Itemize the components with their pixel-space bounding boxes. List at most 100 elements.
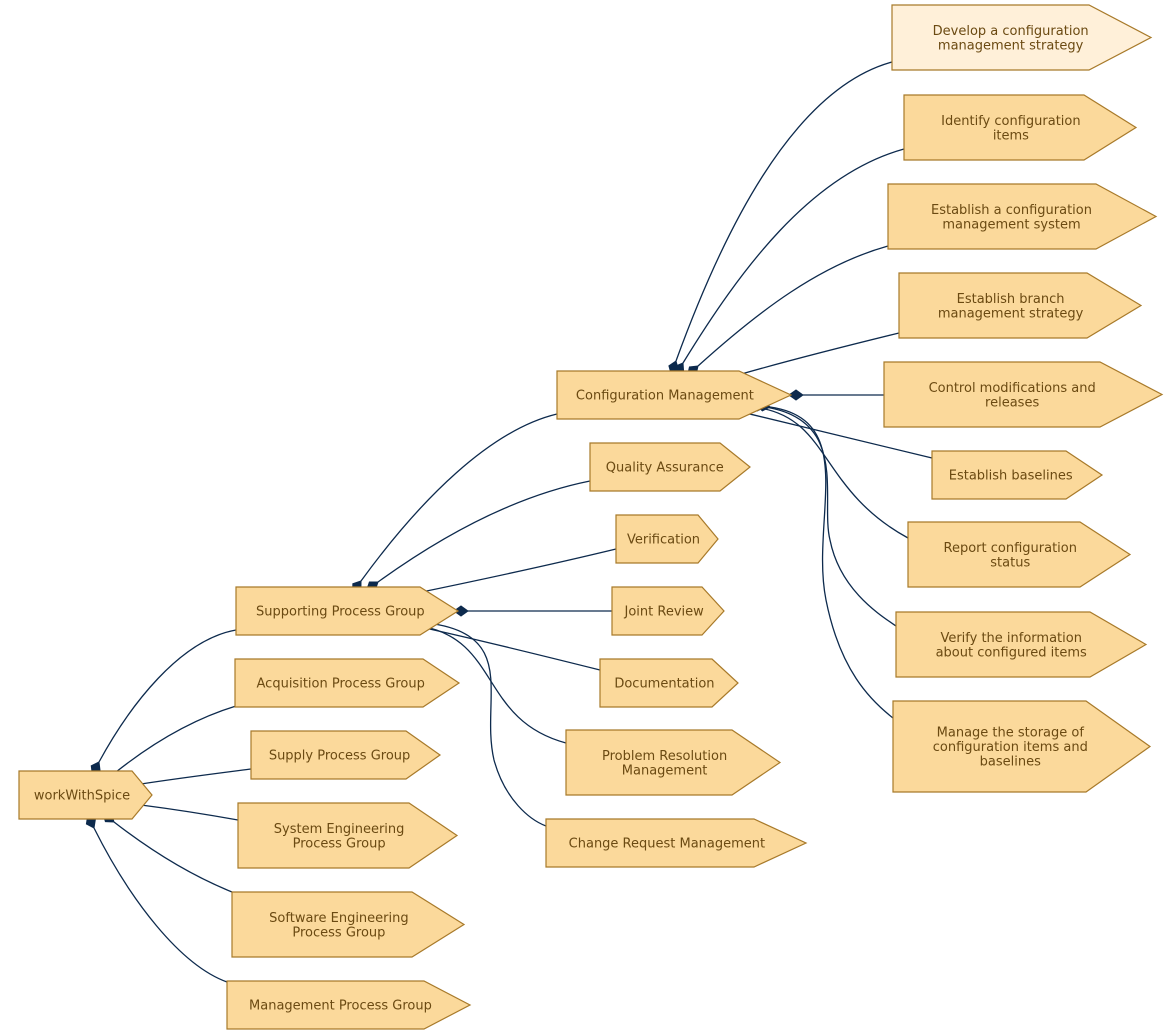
- node-label: Software Engineering: [269, 911, 408, 926]
- node-shape: [931, 450, 1104, 500]
- edge-line: [682, 148, 905, 364]
- node-shape: [903, 94, 1138, 161]
- node-shape: [18, 770, 153, 820]
- edge-supporting-to-qa: [365, 480, 591, 591]
- node-shape: [891, 4, 1153, 71]
- node-baselines[interactable]: Establish baselines: [931, 450, 1104, 500]
- node-shape: [615, 514, 719, 564]
- node-label: Develop a configuration: [933, 24, 1089, 39]
- edge-supporting-to-changereq: [413, 616, 547, 827]
- node-shape: [237, 802, 459, 869]
- node-shape: [883, 361, 1164, 428]
- node-label: Establish branch: [957, 292, 1065, 307]
- edge-line: [140, 804, 239, 821]
- node-label: Supply Process Group: [269, 749, 410, 764]
- edge-configmgmt-to-identify: [674, 148, 905, 376]
- edge-workWithSpice-to-acquisition: [104, 705, 237, 782]
- node-shape: [565, 729, 782, 796]
- node-shape: [235, 586, 460, 636]
- edge-configmgmt-to-control: [788, 389, 884, 401]
- node-shape: [250, 730, 442, 780]
- node-label: Verify the information: [940, 631, 1082, 646]
- node-label: Manage the storage of: [937, 726, 1085, 741]
- node-management[interactable]: Management Process Group: [226, 980, 472, 1030]
- edge-line: [140, 768, 252, 785]
- node-changereq[interactable]: Change Request Management: [545, 818, 808, 868]
- node-label: Process Group: [292, 925, 385, 940]
- node-documentation[interactable]: Documentation: [599, 658, 739, 708]
- edge-supporting-to-verification: [397, 548, 617, 601]
- node-label: management strategy: [938, 306, 1084, 321]
- edge-configmgmt-to-storage: [755, 400, 894, 719]
- node-supporting[interactable]: Supporting Process Group: [235, 586, 460, 636]
- node-label: Management: [622, 763, 708, 778]
- node-label: Change Request Management: [569, 837, 765, 852]
- node-label: Establish baselines: [949, 469, 1073, 484]
- edge-line: [764, 406, 897, 627]
- node-label: Management Process Group: [249, 999, 432, 1014]
- edge-line: [737, 332, 900, 376]
- node-label: configuration items and: [933, 740, 1088, 755]
- node-configmgmt[interactable]: Configuration Management: [556, 370, 793, 420]
- node-supply[interactable]: Supply Process Group: [250, 730, 442, 780]
- node-label: Acquisition Process Group: [257, 677, 425, 692]
- node-shape: [895, 611, 1148, 678]
- node-label: Control modifications and: [929, 381, 1096, 396]
- node-shape: [556, 370, 793, 420]
- edge-supporting-to-configmgmt: [352, 413, 558, 594]
- edge-supporting-to-jointreview: [453, 605, 612, 617]
- node-shape: [892, 700, 1152, 793]
- node-label: Identify configuration: [941, 114, 1080, 129]
- edge-configmgmt-to-establishsys: [686, 245, 889, 376]
- node-label: items: [993, 128, 1029, 143]
- node-shape: [589, 442, 751, 492]
- node-workWithSpice[interactable]: workWithSpice: [18, 770, 153, 820]
- edge-configmgmt-to-verifyinfo: [750, 400, 897, 627]
- node-shape: [545, 818, 808, 868]
- node-label: baselines: [980, 755, 1041, 770]
- node-shape: [611, 586, 725, 636]
- node-qa[interactable]: Quality Assurance: [589, 442, 751, 492]
- node-jointreview[interactable]: Joint Review: [611, 586, 725, 636]
- node-verification[interactable]: Verification: [615, 514, 719, 564]
- edge-configmgmt-to-branch: [723, 332, 900, 383]
- edge-line: [93, 827, 228, 983]
- edge-workWithSpice-to-sweng: [102, 812, 233, 893]
- node-shape: [887, 183, 1158, 250]
- node-label: workWithSpice: [34, 789, 130, 804]
- node-label: status: [990, 555, 1030, 570]
- node-shape: [234, 658, 461, 708]
- node-shape: [898, 272, 1143, 339]
- node-label: Documentation: [614, 677, 714, 692]
- edge-workWithSpice-to-supporting: [90, 629, 237, 776]
- edge-line: [427, 622, 547, 827]
- node-label: releases: [985, 395, 1039, 410]
- nodes-layer: workWithSpice Supporting Process GroupAcq…: [18, 4, 1164, 1030]
- edge-line: [675, 61, 893, 362]
- node-label: management strategy: [938, 38, 1084, 53]
- edge-line: [740, 411, 933, 459]
- node-label: Process Group: [293, 836, 386, 851]
- edge-line: [759, 407, 909, 539]
- edge-workWithSpice-to-management: [85, 814, 228, 983]
- node-label: Quality Assurance: [606, 461, 724, 476]
- edge-line: [377, 480, 591, 583]
- edge-line: [411, 548, 617, 595]
- node-label: about configured items: [936, 645, 1087, 660]
- node-acquisition[interactable]: Acquisition Process Group: [234, 658, 461, 708]
- node-label: Establish a configuration: [931, 203, 1092, 218]
- node-shape: [907, 521, 1132, 588]
- node-label: management system: [942, 217, 1080, 232]
